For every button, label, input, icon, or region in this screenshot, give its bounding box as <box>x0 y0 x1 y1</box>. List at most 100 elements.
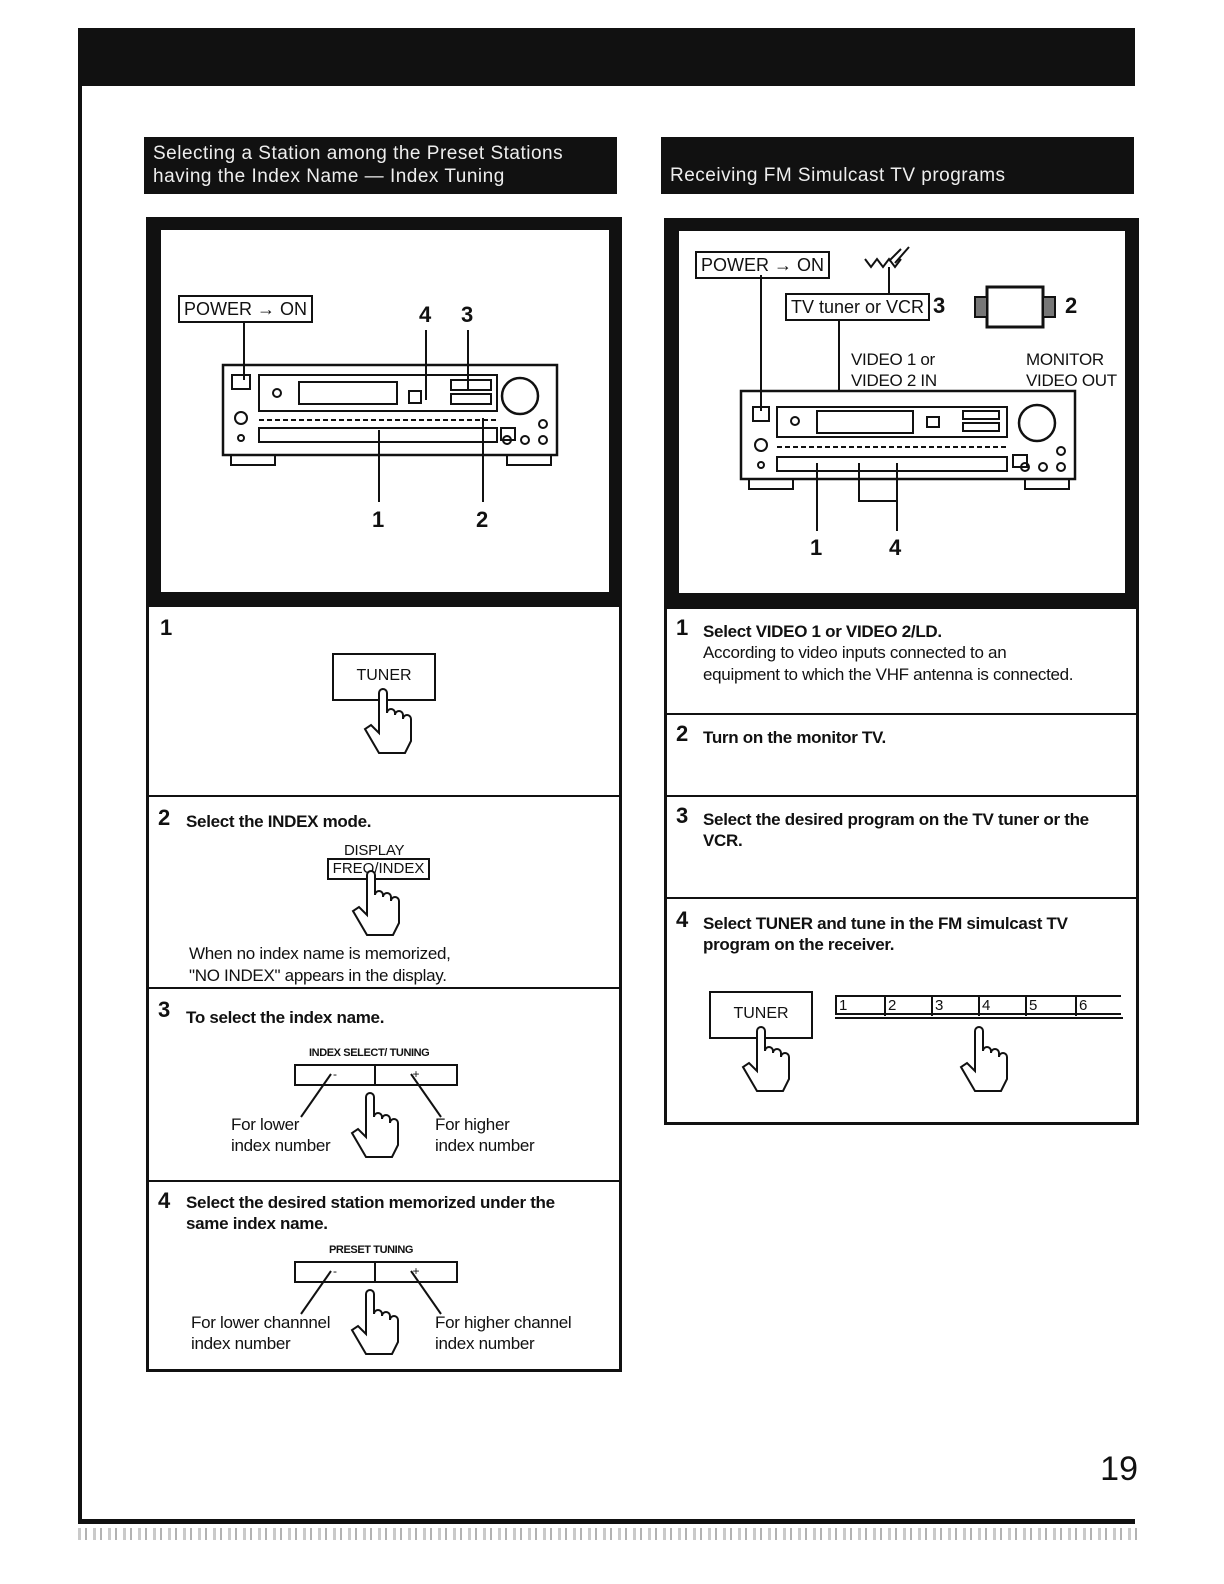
monitor-line-2: VIDEO OUT <box>1026 371 1117 390</box>
pointing-hand-icon <box>350 1289 399 1355</box>
top-banner <box>78 28 1135 86</box>
step-title: Turn on the monitor TV. <box>703 728 886 747</box>
right-instruction-panel: POWER → ON TV tuner or VCR 3 2 VIDEO 1 o… <box>664 218 1139 1125</box>
left-section-header: Selecting a Station among the Preset Sta… <box>144 137 617 194</box>
video-in-label: VIDEO 1 or VIDEO 2 IN <box>851 349 937 391</box>
power-on-label: POWER → ON <box>695 251 831 279</box>
pointer-lines <box>300 1073 442 1118</box>
preset-tuning-label: PRESET TUNING <box>329 1244 414 1256</box>
preset-button-3[interactable]: 3 <box>931 995 943 1016</box>
callout-4: 4 <box>889 535 902 560</box>
preset-plus-button[interactable]: + <box>374 1261 458 1283</box>
step-number: 2 <box>676 721 689 746</box>
step-number: 3 <box>158 997 171 1022</box>
text-line-2: equipment to which the VHF antenna is co… <box>703 665 1074 684</box>
scan-noise <box>78 1528 1138 1540</box>
step-title: Select VIDEO 1 or VIDEO 2/LD. <box>703 622 942 641</box>
right-step-4: 4 Select TUNER and tune in the FM simulc… <box>667 897 1136 1122</box>
left-step-4: 4 Select the desired station memorized u… <box>149 1180 619 1369</box>
step-number: 4 <box>158 1188 171 1213</box>
right-section-header: Receiving FM Simulcast TV programs <box>661 137 1134 194</box>
video-in-line-1: VIDEO 1 or <box>851 350 935 369</box>
pointing-hand-icon <box>351 870 400 936</box>
callout-1: 1 <box>810 535 823 560</box>
callout-2: 2 <box>1065 293 1078 318</box>
monitor-line-1: MONITOR <box>1026 350 1104 369</box>
higher-line-1: For higher channel <box>435 1313 572 1332</box>
right-header-text: Receiving FM Simulcast TV programs <box>670 165 1006 186</box>
power-on-label: POWER → ON <box>178 295 314 323</box>
left-header-line-2: having the Index Name — Index Tuning <box>153 166 505 187</box>
freq-index-button[interactable]: FREQ/INDEX <box>327 858 430 880</box>
plus-sign: + <box>412 1264 420 1278</box>
video-in-line-2: VIDEO 2 IN <box>851 371 937 390</box>
step-title: Select TUNER and tune in the FM simulcas… <box>703 913 1068 955</box>
step-number: 1 <box>160 615 173 640</box>
preset-button-2[interactable]: 2 <box>884 995 896 1016</box>
higher-line-1: For higher <box>435 1115 510 1134</box>
pointing-hand-icon <box>363 688 412 754</box>
receiver-connection-drawing <box>739 246 1077 531</box>
callout-1: 1 <box>372 507 385 532</box>
preset-minus-button[interactable]: - <box>294 1261 376 1283</box>
step-title: Select the desired station memorized und… <box>186 1192 555 1234</box>
step-title: Select the desired program on the TV tun… <box>703 809 1089 851</box>
lower-line-1: For lower <box>231 1115 300 1134</box>
callout-4: 4 <box>419 302 432 327</box>
preset-button-5[interactable]: 5 <box>1025 995 1037 1016</box>
callout-3: 3 <box>461 302 474 327</box>
step-number: 1 <box>676 615 689 640</box>
left-instruction-panel: POWER → ON 4 3 1 2 <box>146 217 622 1372</box>
lower-line-1: For lower channnel <box>191 1313 331 1332</box>
no-index-note: When no index name is memorized, "NO IND… <box>189 943 451 987</box>
lower-line-2: index number <box>231 1136 331 1155</box>
display-label: DISPLAY <box>344 842 405 859</box>
higher-index-label: For higher index number <box>435 1114 535 1156</box>
minus-sign: - <box>333 1264 337 1278</box>
title-line-2: VCR. <box>703 831 743 850</box>
right-step-3: 3 Select the desired program on the TV t… <box>667 795 1136 899</box>
tv-tuner-vcr-label: TV tuner or VCR <box>785 293 931 321</box>
plus-sign: + <box>412 1067 420 1081</box>
left-step-3: 3 To select the index name. INDEX SELECT… <box>149 987 619 1182</box>
higher-channel-label: For higher channel index number <box>435 1312 572 1354</box>
title-line-1: Select TUNER and tune in the FM simulcas… <box>703 914 1068 933</box>
step-title: Select the INDEX mode. <box>186 812 372 831</box>
left-margin-rule <box>78 28 82 1523</box>
preset-button-row: 1 2 3 4 5 6 <box>835 995 1123 1019</box>
right-receiver-illustration: POWER → ON TV tuner or VCR 3 2 VIDEO 1 o… <box>667 221 1136 607</box>
left-step-2: 2 Select the INDEX mode. DISPLAY FREQ/IN… <box>149 795 619 990</box>
preset-button-1[interactable]: 1 <box>839 997 848 1014</box>
monitor-out-label: MONITOR VIDEO OUT <box>1026 349 1117 391</box>
title-line-1: Select the desired station memorized und… <box>186 1193 555 1212</box>
pointing-hand-icon <box>350 1092 399 1158</box>
receiver-drawing <box>221 322 559 502</box>
lower-channel-label: For lower channnel index number <box>191 1312 330 1354</box>
left-step-1: 1 TUNER <box>149 605 619 798</box>
title-line-2: same index name. <box>186 1214 328 1233</box>
left-receiver-illustration: POWER → ON 4 3 1 2 <box>149 220 619 605</box>
bottom-rule <box>78 1519 1135 1524</box>
step-text: According to video inputs connected to a… <box>703 642 1074 686</box>
minus-sign: - <box>333 1067 337 1081</box>
right-step-1: 1 Select VIDEO 1 or VIDEO 2/LD. Accordin… <box>667 607 1136 715</box>
note-line-2: "NO INDEX" appears in the display. <box>189 966 447 985</box>
higher-line-2: index number <box>435 1334 535 1353</box>
preset-button-4[interactable]: 4 <box>978 995 990 1016</box>
step-number: 2 <box>158 805 171 830</box>
lower-index-label: For lower index number <box>231 1114 331 1156</box>
right-step-2: 2 Turn on the monitor TV. <box>667 713 1136 799</box>
note-line-1: When no index name is memorized, <box>189 944 451 963</box>
title-line-1: Select the desired program on the TV tun… <box>703 810 1089 829</box>
callout-3: 3 <box>933 293 946 318</box>
lower-line-2: index number <box>191 1334 291 1353</box>
pointer-lines <box>300 1270 442 1315</box>
pointing-hand-icon <box>741 1026 790 1092</box>
step-title: To select the index name. <box>186 1008 385 1027</box>
preset-button-6[interactable]: 6 <box>1075 995 1087 1016</box>
text-line-1: According to video inputs connected to a… <box>703 643 1007 662</box>
pointing-hand-icon <box>959 1026 1008 1092</box>
page-number: 19 <box>1100 1450 1138 1488</box>
index-select-plus-button[interactable]: + <box>374 1064 458 1086</box>
higher-line-2: index number <box>435 1136 535 1155</box>
